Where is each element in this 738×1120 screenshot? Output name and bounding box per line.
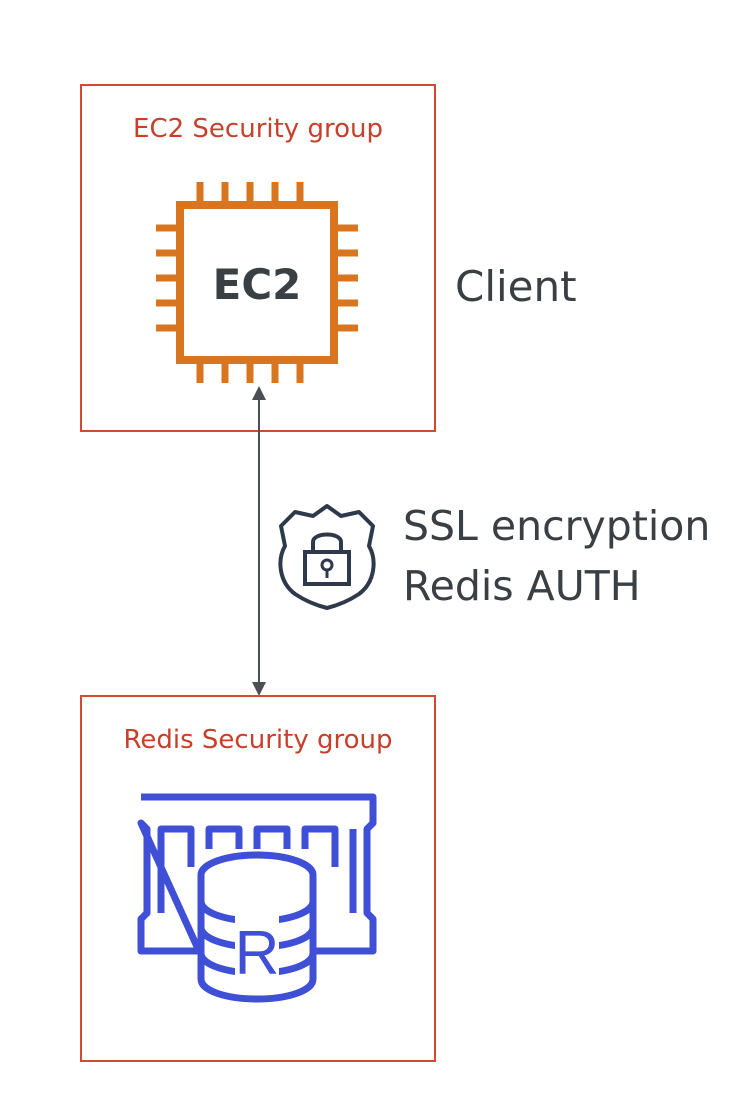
redis-database-icon: R (137, 793, 377, 1003)
redis-security-group-label: Redis Security group (123, 725, 393, 755)
ec2-security-group-label: EC2 Security group (133, 114, 383, 144)
ec2-chip-text: EC2 (212, 260, 302, 309)
ssl-encryption-label: SSL encryption (403, 502, 711, 550)
connection-arrow (252, 386, 266, 696)
ec2-chip-icon (156, 182, 358, 383)
client-label: Client (455, 262, 577, 311)
redis-auth-label: Redis AUTH (403, 562, 641, 610)
ec2-security-group-box: EC2 Security group (80, 84, 436, 432)
redis-db-letter: R (235, 919, 280, 988)
shield-lock-icon (278, 504, 376, 610)
